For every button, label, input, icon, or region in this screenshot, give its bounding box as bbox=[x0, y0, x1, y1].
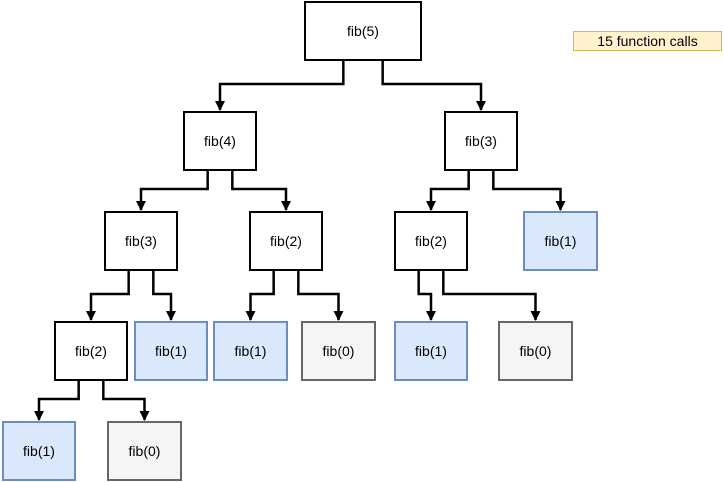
function-call-count-note: 15 function calls bbox=[573, 31, 722, 51]
edge-n4-to-n2b bbox=[231, 171, 291, 211]
node-fib2-left: fib(2) bbox=[54, 321, 128, 381]
edge-n5-to-n4 bbox=[215, 61, 345, 111]
edge-n3b-to-n1b bbox=[492, 171, 566, 211]
edge-n4-to-n3a bbox=[136, 171, 209, 211]
edge-n2a-to-n1a bbox=[34, 381, 80, 421]
node-fib1-right: fib(1) bbox=[523, 211, 598, 271]
edge-n2a-to-n0a bbox=[102, 381, 150, 421]
edge-n3a-to-n2a bbox=[86, 271, 130, 321]
node-fib0: fib(0) bbox=[301, 321, 376, 381]
edge-n3b-to-n2c bbox=[426, 171, 470, 211]
edge-n2b-to-n0b bbox=[297, 271, 344, 321]
node-fib2-right: fib(2) bbox=[394, 211, 468, 271]
node-fib5: fib(5) bbox=[304, 1, 422, 61]
node-fib3-right: fib(3) bbox=[444, 111, 518, 171]
edge-n2c-to-n1e bbox=[417, 271, 436, 321]
node-fib1: fib(1) bbox=[213, 321, 288, 381]
node-fib4-left: fib(4) bbox=[183, 111, 257, 171]
edge-n2c-to-n0c bbox=[442, 271, 541, 321]
node-fib1: fib(1) bbox=[134, 321, 208, 381]
node-fib1: fib(1) bbox=[2, 421, 76, 481]
edge-n2b-to-n1d bbox=[245, 271, 275, 321]
node-fib3-left: fib(3) bbox=[104, 211, 178, 271]
node-fib2-middle: fib(2) bbox=[249, 211, 323, 271]
node-fib0: fib(0) bbox=[498, 321, 573, 381]
node-fib0: fib(0) bbox=[107, 421, 182, 481]
edge-n3a-to-n1c bbox=[152, 271, 176, 321]
edge-n5-to-n3b bbox=[381, 61, 486, 111]
node-fib1: fib(1) bbox=[394, 321, 468, 381]
